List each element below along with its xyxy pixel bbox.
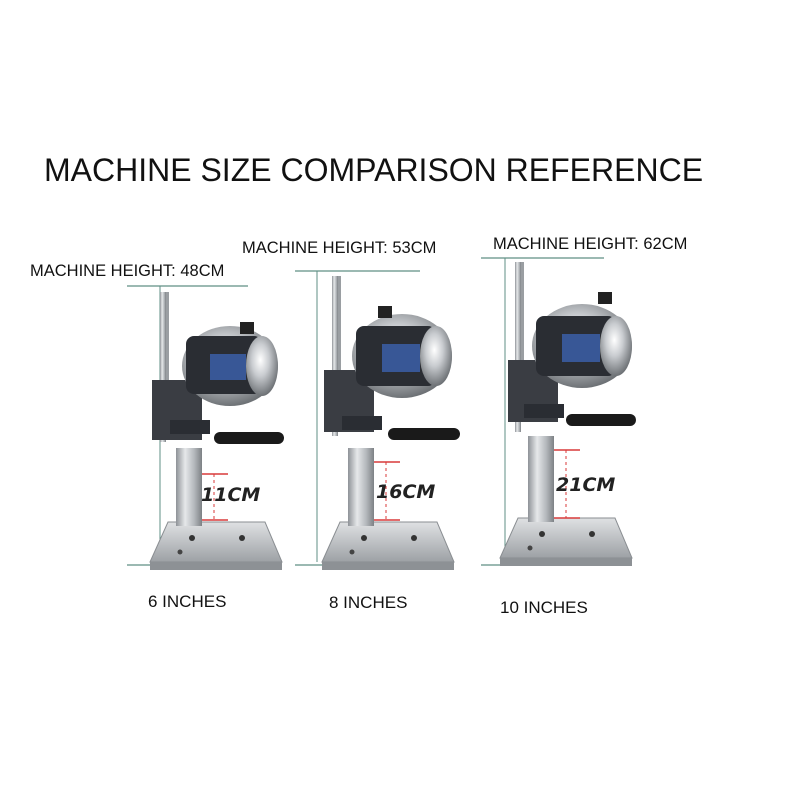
machine-2-blade-length: 16CM	[376, 481, 436, 503]
machine-3-blade-length: 21CM	[556, 474, 616, 496]
machine-1-height-label: MACHINE HEIGHT: 48CM	[30, 262, 225, 280]
machine-3-size-label: 10 INCHES	[500, 598, 588, 617]
machine-3-height-label: MACHINE HEIGHT: 62CM	[493, 235, 688, 253]
machine-2-handle	[388, 428, 460, 440]
machine-3	[481, 257, 636, 567]
machine-1	[127, 285, 284, 571]
page-title: MACHINE SIZE COMPARISON REFERENCE	[44, 152, 704, 188]
machine-2-size-label: 8 INCHES	[329, 593, 408, 612]
machine-2	[295, 270, 460, 571]
machine-3-handle	[566, 414, 636, 426]
machine-1-blade-length: 11CM	[201, 484, 261, 506]
machine-2-height-label: MACHINE HEIGHT: 53CM	[242, 239, 437, 257]
machine-1-size-label: 6 INCHES	[148, 592, 227, 611]
machine-3-column	[528, 436, 554, 522]
machine-2-column	[348, 448, 374, 526]
machine-1-column	[176, 448, 202, 526]
machine-1-handle	[214, 432, 284, 444]
